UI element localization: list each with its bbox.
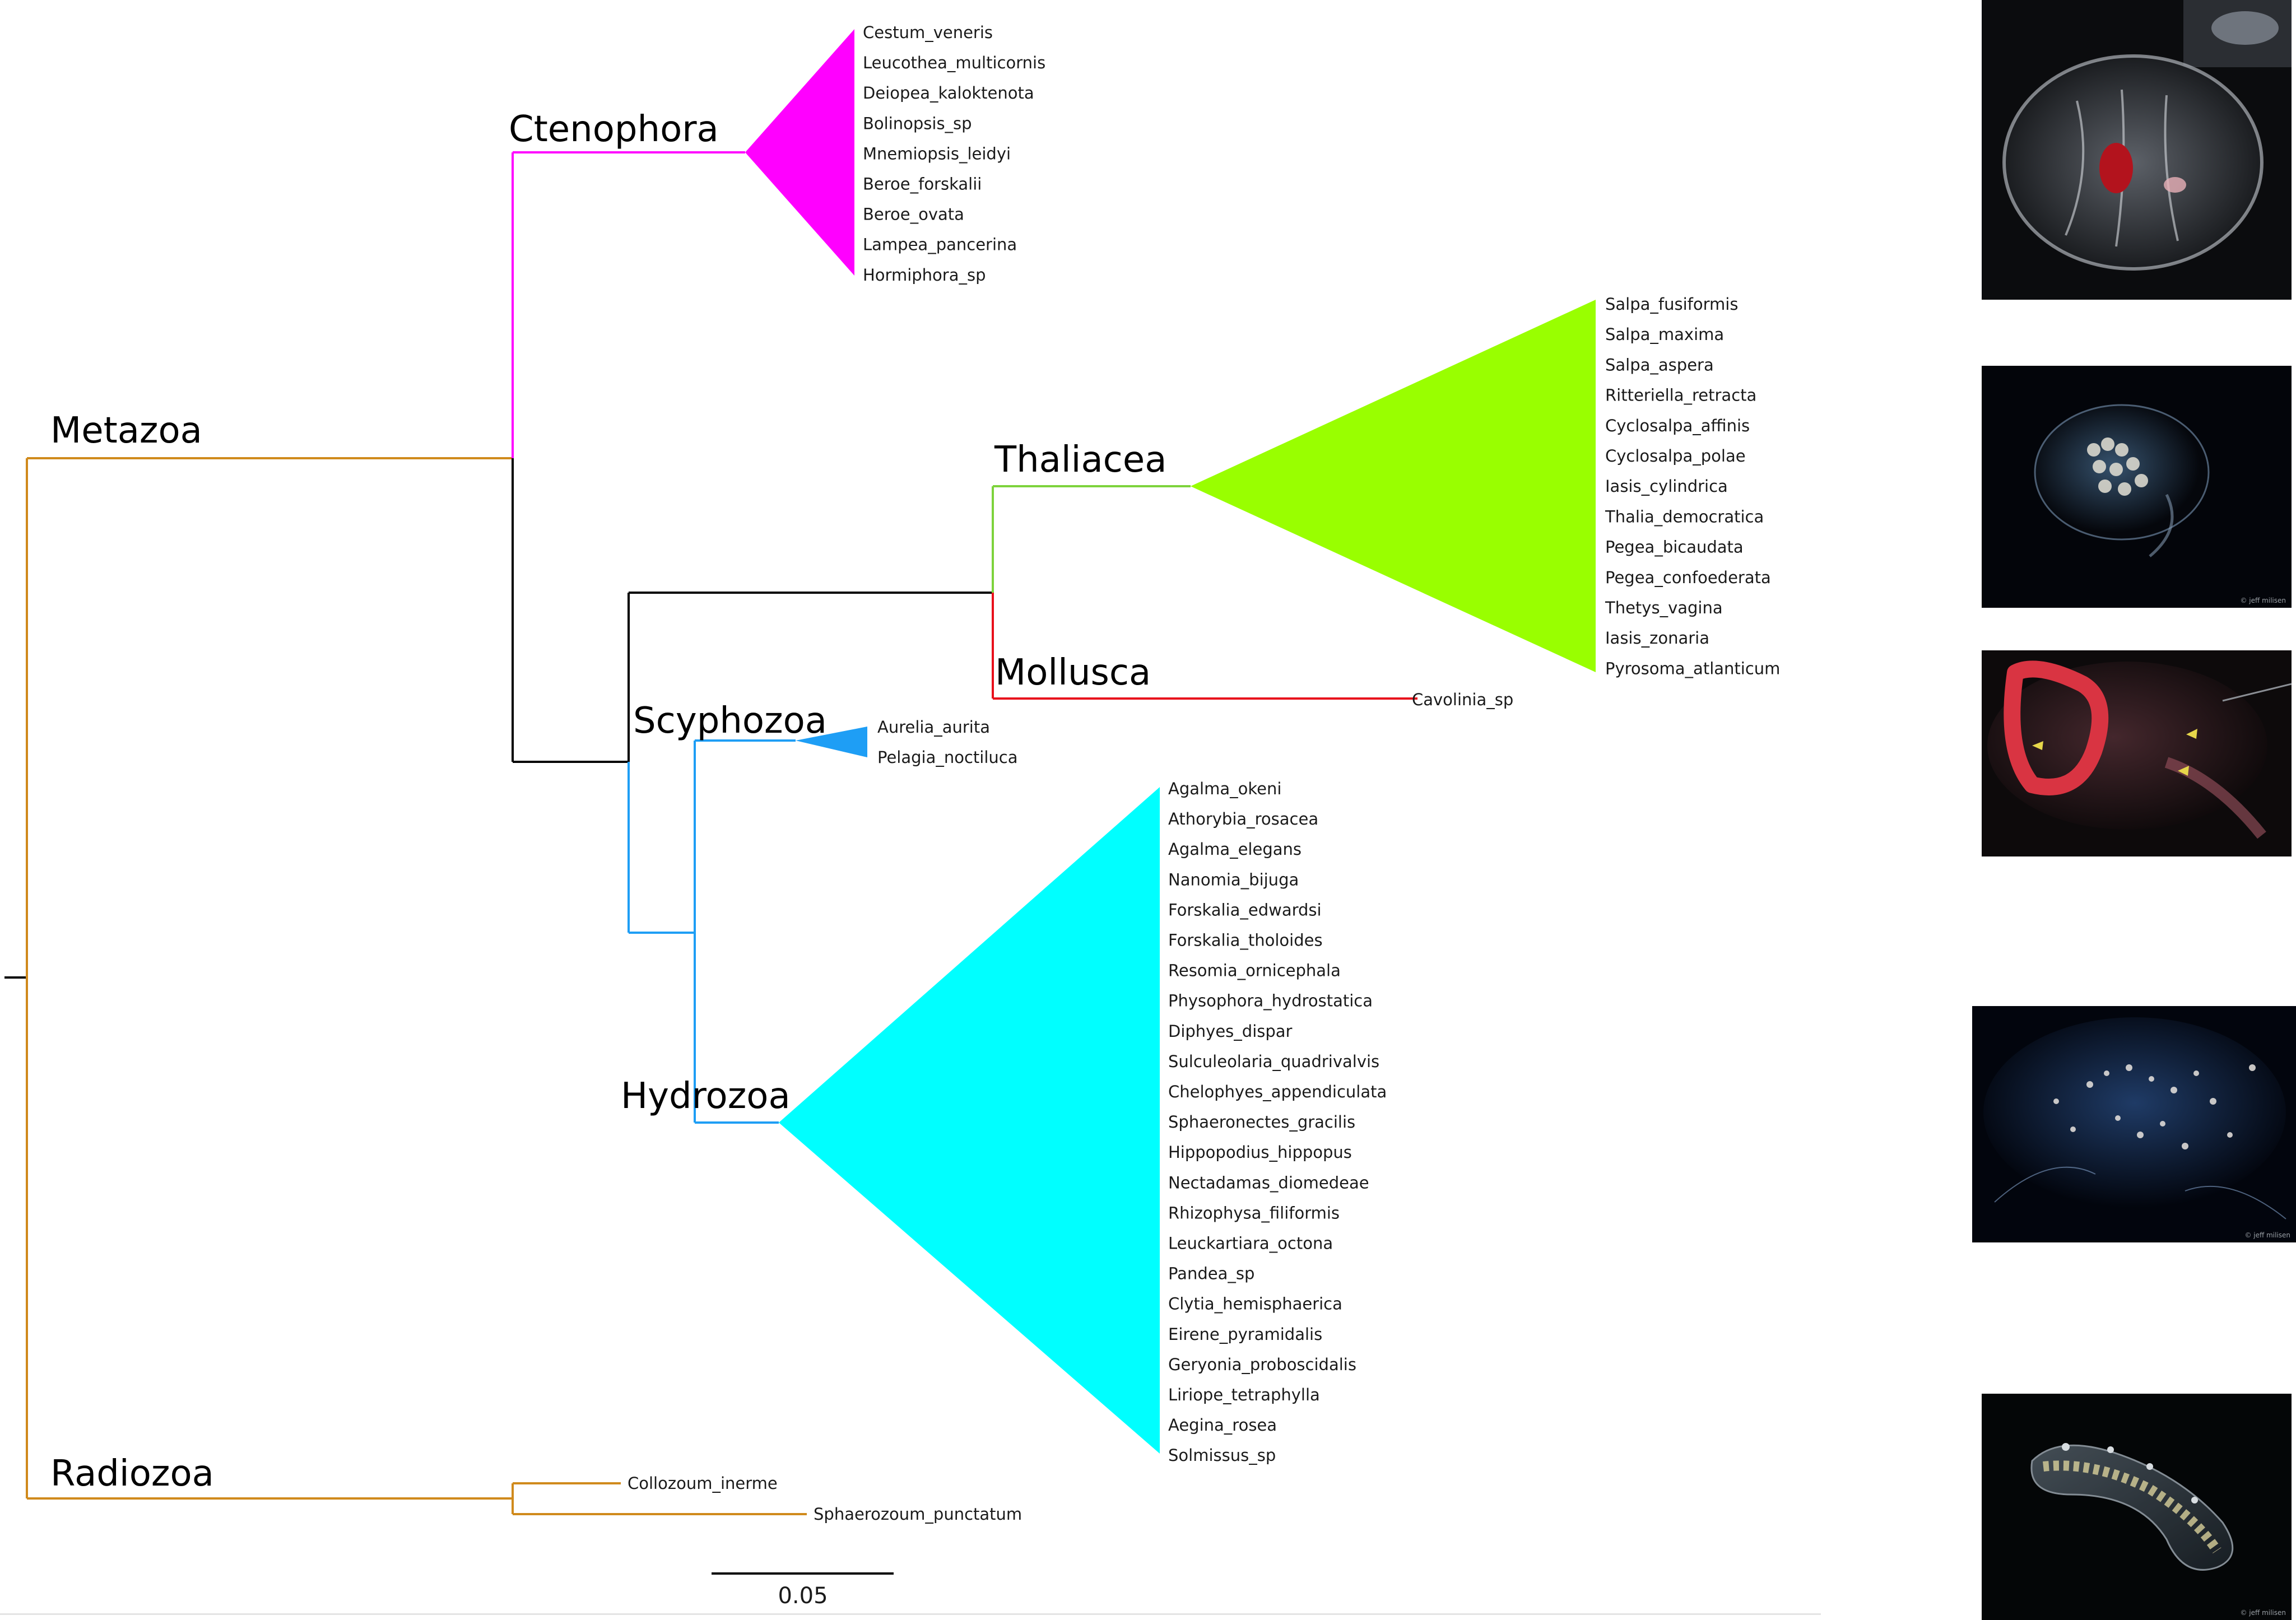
photo-credit-salp: © jeff milisen bbox=[2240, 597, 2286, 604]
scale-bar: 0.05 bbox=[712, 1572, 894, 1609]
thaliacea-collapsed-triangle bbox=[1191, 300, 1596, 672]
taxon-label: Collozoum_inerme bbox=[628, 1474, 778, 1493]
pyrosome-photo: © jeff milisen bbox=[1982, 1394, 2292, 1620]
taxon-list-mollusca: Cavolinia_sp bbox=[1412, 690, 1513, 709]
taxon-label: Aegina_rosea bbox=[1168, 1416, 1277, 1435]
photo-credit-siphonophore: © jeff milisen bbox=[2244, 1231, 2290, 1239]
taxon-label: Hippopodius_hippopus bbox=[1168, 1143, 1352, 1162]
scyphozoan-jellyfish-photo bbox=[1982, 650, 2292, 856]
taxon-label: Cestum_veneris bbox=[863, 23, 993, 42]
taxon-label: Cyclosalpa_affinis bbox=[1605, 416, 1750, 435]
taxon-label: Deiopea_kaloktenota bbox=[863, 83, 1034, 103]
taxon-label: Salpa_fusiformis bbox=[1605, 295, 1738, 314]
taxon-label: Pegea_bicaudata bbox=[1605, 538, 1744, 557]
taxon-label: Pegea_confoederata bbox=[1605, 568, 1771, 587]
clade-label-thaliacea: Thaliacea bbox=[994, 439, 1166, 481]
clade-label-scyphozoa: Scyphozoa bbox=[633, 700, 827, 742]
taxon-label: Clytia_hemisphaerica bbox=[1168, 1295, 1342, 1314]
salp-image bbox=[1982, 366, 2292, 608]
comb-jelly-photo bbox=[1982, 0, 2292, 300]
taxon-label: Forskalia_edwardsi bbox=[1168, 900, 1322, 919]
taxon-label: Agalma_elegans bbox=[1168, 840, 1302, 859]
taxon-label: Sphaeronectes_gracilis bbox=[1168, 1112, 1355, 1132]
pyrosome-image bbox=[1982, 1394, 2292, 1620]
taxon-label: Rhizophysa_filiformis bbox=[1168, 1203, 1340, 1222]
salp-photo: © jeff milisen bbox=[1982, 366, 2292, 608]
taxon-label: Mnemiopsis_leidyi bbox=[863, 144, 1011, 163]
ctenophora-collapsed-triangle bbox=[745, 29, 854, 276]
metazoa-subtree bbox=[512, 151, 1417, 1124]
taxon-list-thaliacea: Salpa_fusiformisSalpa_maximaSalpa_aspera… bbox=[1605, 295, 1780, 678]
siphonophore-image bbox=[1972, 1006, 2296, 1242]
taxon-label: Beroe_forskalii bbox=[863, 175, 982, 194]
photo-credit-pyrosome: © jeff milisen bbox=[2240, 1609, 2286, 1617]
taxon-label: Beroe_ovata bbox=[863, 205, 964, 224]
taxon-label: Lampea_pancerina bbox=[863, 235, 1017, 254]
clade-label-metazoa: Metazoa bbox=[50, 410, 202, 451]
taxon-label: Bolinopsis_sp bbox=[863, 114, 972, 133]
taxon-label: Iasis_cylindrica bbox=[1605, 477, 1728, 496]
taxon-label: Pyrosoma_atlanticum bbox=[1605, 659, 1780, 678]
phylogenetic-tree: Metazoa Ctenophora Thaliacea Mollusca Sc… bbox=[4, 23, 1780, 1609]
siphonophore-photo: © jeff milisen bbox=[1972, 1006, 2296, 1242]
taxon-list-ctenophora: Cestum_venerisLeucothea_multicornisDeiop… bbox=[863, 23, 1045, 285]
taxon-label: Forskalia_tholoides bbox=[1168, 931, 1323, 950]
taxon-label: Sphaerozoum_punctatum bbox=[814, 1505, 1022, 1524]
taxon-label: Thalia_democratica bbox=[1605, 507, 1764, 526]
taxon-label: Solmissus_sp bbox=[1168, 1446, 1276, 1465]
taxon-label: Diphyes_dispar bbox=[1168, 1022, 1293, 1041]
taxon-label: Nanomia_bijuga bbox=[1168, 870, 1299, 889]
scyphozoan-jellyfish-image bbox=[1982, 650, 2292, 856]
taxon-label: Ritteriella_retracta bbox=[1605, 386, 1756, 405]
radiozoa-subtree bbox=[512, 1482, 807, 1515]
taxon-label: Liriope_tetraphylla bbox=[1168, 1385, 1320, 1404]
clade-label-ctenophora: Ctenophora bbox=[509, 109, 719, 150]
taxon-label: Aurelia_aurita bbox=[877, 718, 990, 737]
taxon-label: Physophora_hydrostatica bbox=[1168, 991, 1373, 1011]
taxon-label: Cyclosalpa_polae bbox=[1605, 446, 1746, 465]
scale-bar-label: 0.05 bbox=[778, 1583, 828, 1609]
taxon-label: Salpa_aspera bbox=[1605, 355, 1714, 374]
scyphozoa-collapsed-triangle bbox=[796, 727, 867, 757]
clade-label-radiozoa: Radiozoa bbox=[50, 1453, 214, 1495]
root-branches bbox=[4, 457, 513, 1500]
taxon-label: Agalma_okeni bbox=[1168, 779, 1281, 798]
taxon-list-hydrozoa: Agalma_okeniAthorybia_rosaceaAgalma_eleg… bbox=[1168, 779, 1387, 1465]
taxon-label: Leucothea_multicornis bbox=[863, 53, 1045, 72]
hydrozoa-collapsed-triangle bbox=[779, 787, 1160, 1454]
taxon-label: Resomia_ornicephala bbox=[1168, 961, 1341, 980]
clade-label-hydrozoa: Hydrozoa bbox=[621, 1076, 791, 1117]
taxon-label: Geryonia_proboscidalis bbox=[1168, 1355, 1356, 1374]
taxon-label: Nectadamas_diomedeae bbox=[1168, 1173, 1369, 1192]
taxon-label: Iasis_zonaria bbox=[1605, 629, 1709, 648]
taxon-label: Hormiphora_sp bbox=[863, 266, 986, 285]
taxon-label: Thetys_vagina bbox=[1605, 598, 1723, 617]
taxon-label: Athorybia_rosacea bbox=[1168, 809, 1318, 828]
taxon-label: Sulculeolaria_quadrivalvis bbox=[1168, 1052, 1379, 1071]
taxon-label: Pelagia_noctiluca bbox=[877, 748, 1018, 767]
taxon-label: Eirene_pyramidalis bbox=[1168, 1325, 1322, 1344]
taxon-label: Salpa_maxima bbox=[1605, 325, 1724, 344]
comb-jelly-image bbox=[1982, 0, 2292, 300]
taxon-label: Cavolinia_sp bbox=[1412, 690, 1513, 709]
taxon-label: Chelophyes_appendiculata bbox=[1168, 1082, 1387, 1101]
taxon-label: Leuckartiara_octona bbox=[1168, 1234, 1333, 1253]
taxon-label: Pandea_sp bbox=[1168, 1264, 1254, 1283]
bottom-divider bbox=[0, 1613, 1821, 1615]
clade-label-mollusca: Mollusca bbox=[995, 652, 1151, 693]
